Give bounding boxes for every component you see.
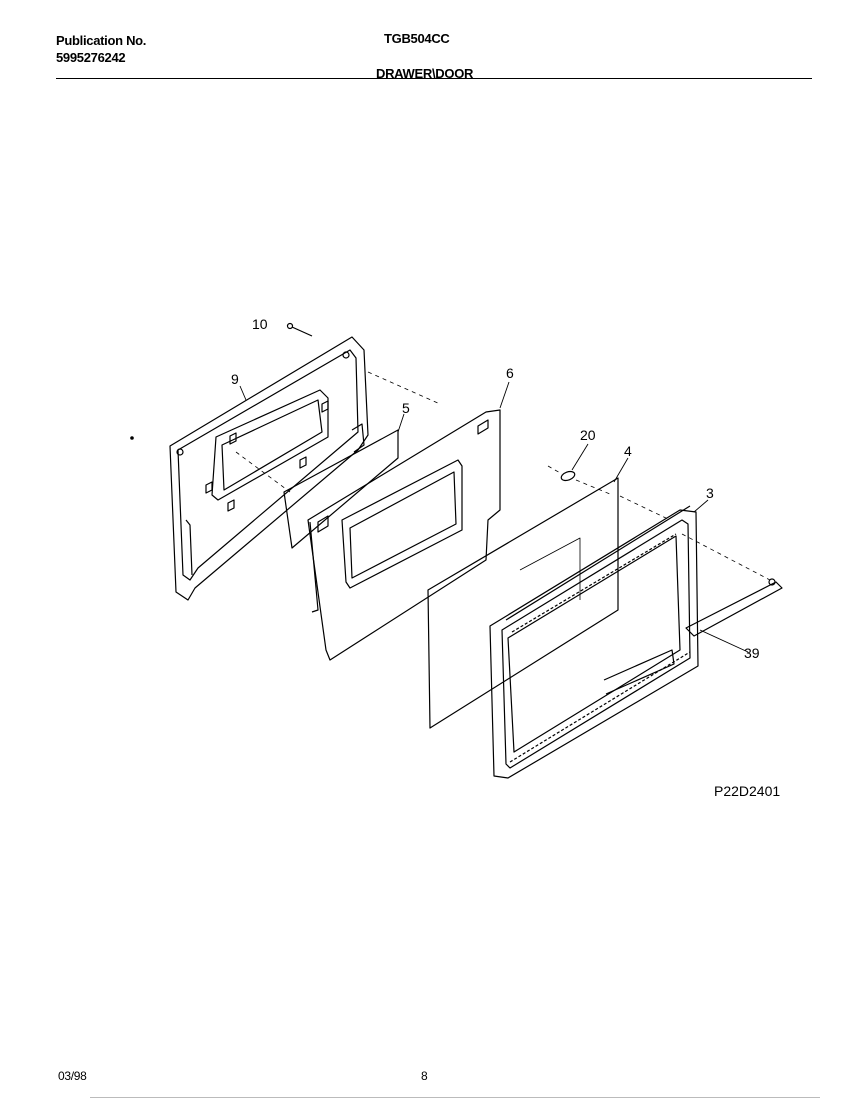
callout-liner: 6: [506, 365, 514, 381]
page-number: 8: [421, 1069, 428, 1083]
liner-part: [307, 409, 501, 661]
publication-label: Publication No.: [56, 33, 147, 48]
inner-panel-part: [169, 336, 369, 601]
frame-part: [489, 505, 699, 779]
insulation-part: [283, 429, 399, 549]
callout-handle: 39: [744, 645, 760, 661]
callout-glass: 4: [624, 443, 632, 459]
alignment-lines: [235, 371, 771, 581]
bottom-edge-line: [90, 1097, 820, 1098]
screw-part: [286, 322, 313, 337]
callout-clip: 20: [580, 427, 596, 443]
section-title: DRAWER\DOOR: [376, 66, 474, 81]
leader-lines: [239, 381, 749, 653]
callout-insulation: 5: [402, 400, 410, 416]
publication-number: 5995276242: [56, 50, 126, 65]
diagram-code: P22D2401: [714, 783, 781, 799]
model-number: TGB504CC: [384, 31, 450, 46]
clip-part: [560, 470, 576, 482]
header-rule: [56, 78, 812, 79]
glass-part: [427, 477, 619, 729]
callout-frame: 3: [706, 485, 714, 501]
callout-inner-panel: 9: [231, 371, 239, 387]
handle-part: [685, 578, 783, 637]
callout-screw: 10: [252, 316, 268, 332]
footer-date: 03/98: [58, 1069, 87, 1083]
